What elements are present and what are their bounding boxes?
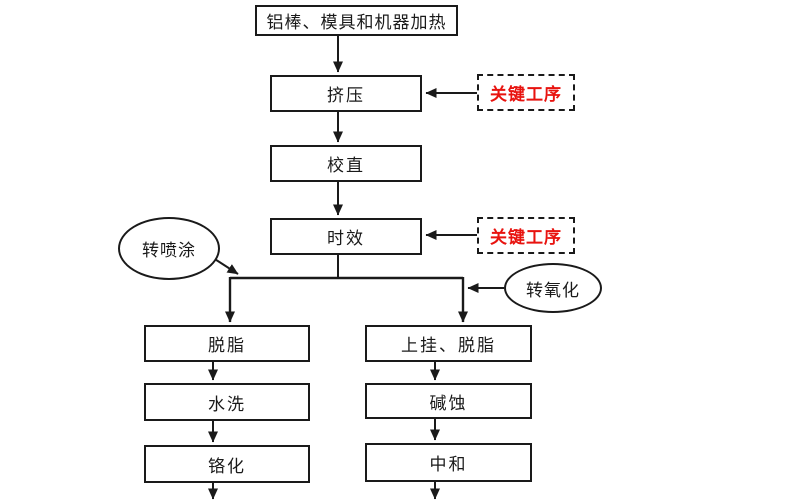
node-neutralization: 中和 — [365, 443, 532, 482]
node-aging: 时效 — [270, 218, 422, 255]
callout-key-process-extrusion: 关键工序 — [477, 74, 575, 111]
node-straightening: 校直 — [270, 145, 422, 182]
node-heating: 铝棒、模具和机器加热 — [255, 5, 458, 36]
node-hang-degreasing: 上挂、脱脂 — [365, 325, 532, 362]
ellipse-to-spray-coating: 转喷涂 — [118, 217, 220, 280]
callout-key-process-aging: 关键工序 — [477, 217, 575, 254]
node-degreasing: 脱脂 — [144, 325, 310, 362]
ellipse-to-oxidation: 转氧化 — [504, 263, 602, 313]
node-water-wash: 水洗 — [144, 383, 310, 421]
node-chromating: 铬化 — [144, 445, 310, 483]
node-alkali-etching: 碱蚀 — [365, 383, 532, 419]
node-extrusion: 挤压 — [270, 75, 422, 112]
